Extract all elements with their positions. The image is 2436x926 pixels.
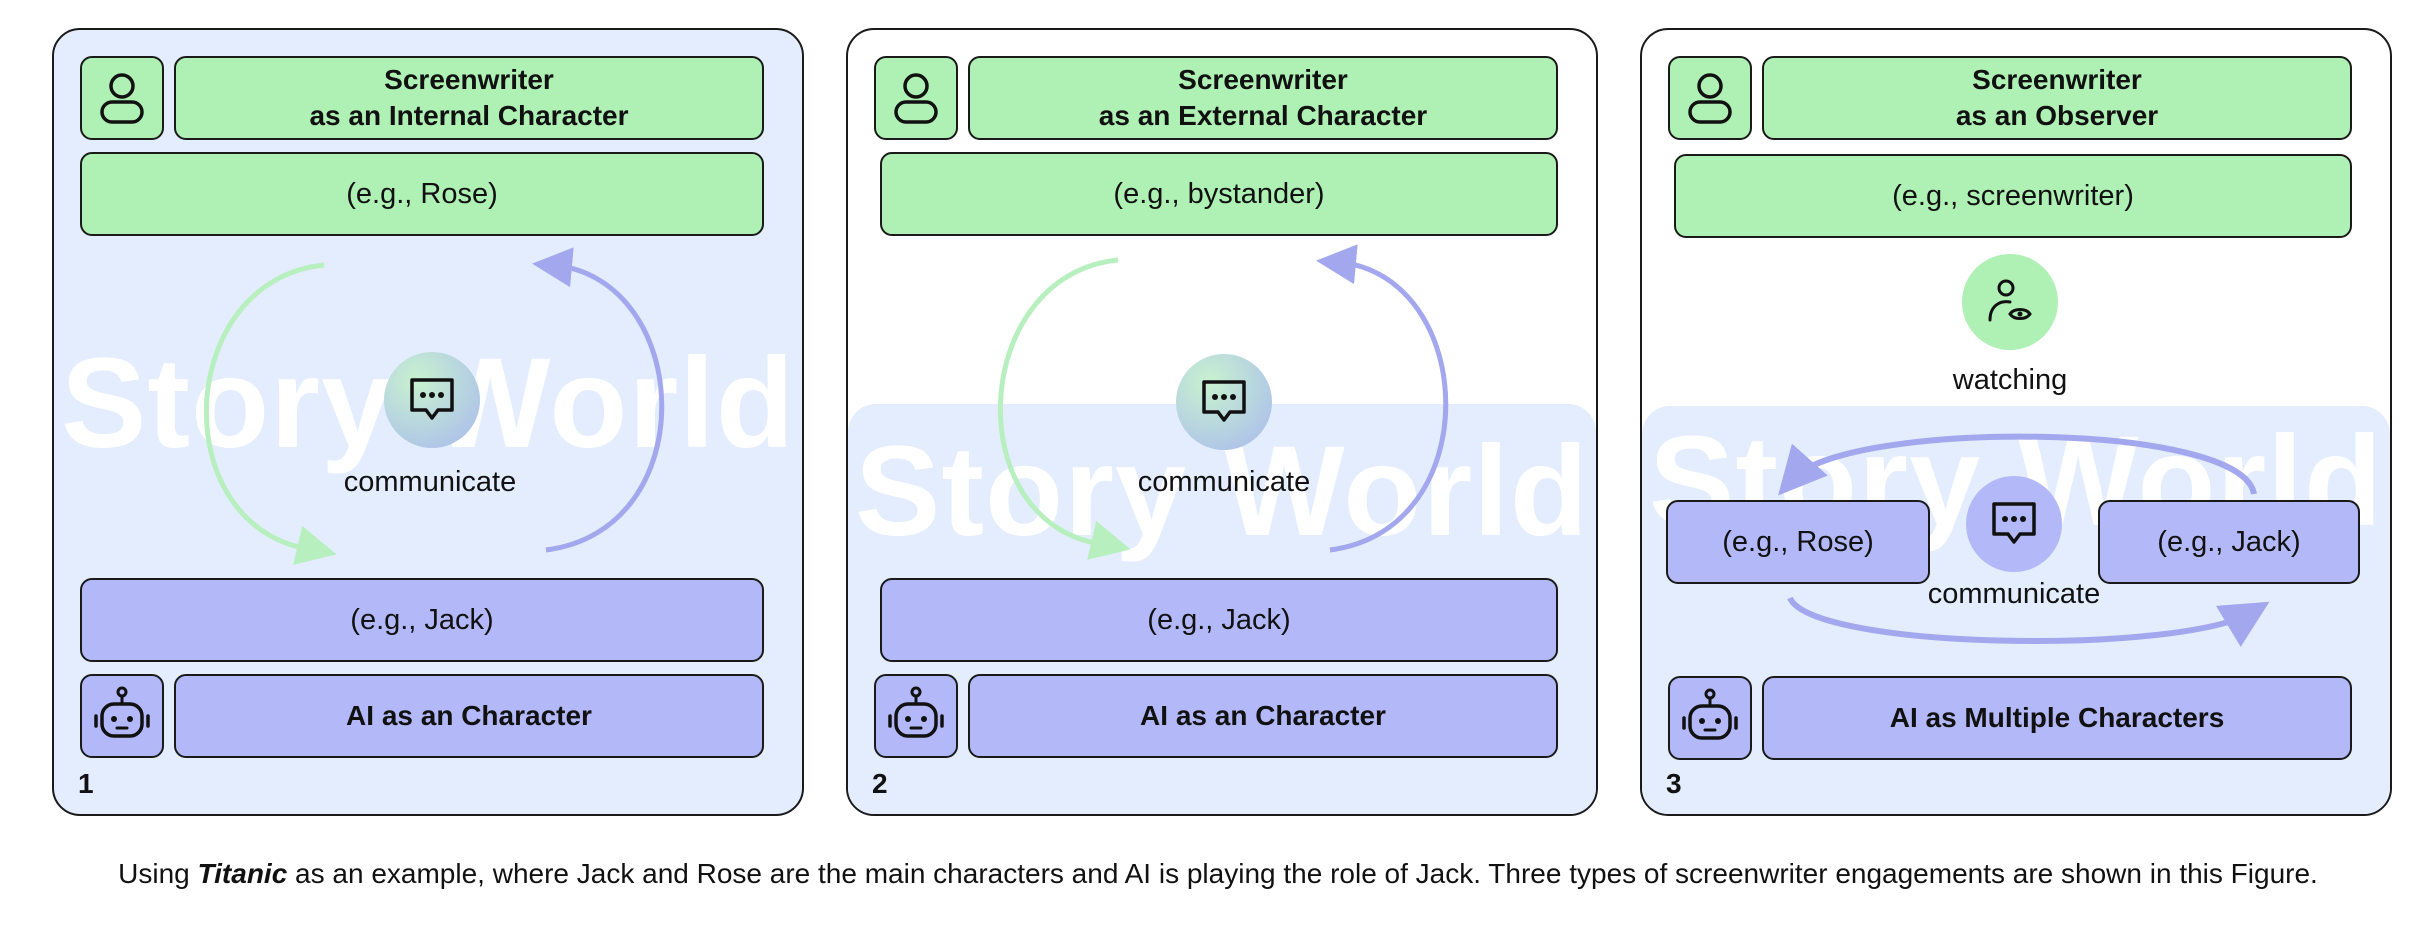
communicate-label: communicate xyxy=(1137,466,1311,498)
user-icon xyxy=(894,73,938,124)
watching-label: watching xyxy=(1952,364,2068,396)
panel-number: 3 xyxy=(1666,768,1682,799)
screenwriter-example: (e.g., Rose) xyxy=(80,152,764,236)
ai-role-title: AI as an Character xyxy=(174,674,764,758)
user-icon xyxy=(100,73,144,124)
ai-avatar xyxy=(1668,676,1752,760)
communication-arrows xyxy=(1778,433,2270,648)
robot-icon xyxy=(888,686,944,738)
screenwriter-example: (e.g., screenwriter) xyxy=(1674,154,2352,238)
communication-arrows xyxy=(998,244,1449,560)
ai-avatar xyxy=(874,674,958,758)
robot-icon xyxy=(94,686,150,738)
communicate-label: communicate xyxy=(343,466,517,498)
ai-example: (e.g., Jack) xyxy=(880,578,1558,662)
chat-bubble-icon xyxy=(1202,380,1246,422)
chat-bubble-icon xyxy=(410,378,454,420)
ai-avatar xyxy=(80,674,164,758)
screenwriter-avatar xyxy=(1668,56,1752,140)
watching-bubble xyxy=(1962,254,2058,350)
screenwriter-avatar xyxy=(874,56,958,140)
caption-title-emphasis: Titanic xyxy=(197,858,288,889)
panel-number: 2 xyxy=(872,768,888,799)
communicate-bubble xyxy=(1966,476,2062,572)
chat-bubble-icon xyxy=(1992,502,2036,544)
communicate-bubble xyxy=(1176,354,1272,450)
communicate-bubble xyxy=(384,352,480,448)
user-icon xyxy=(1688,73,1732,124)
communicate-label: communicate xyxy=(1927,578,2101,610)
screenwriter-example: (e.g., bystander) xyxy=(880,152,1558,236)
robot-icon xyxy=(1682,688,1738,740)
ai-role-title: AI as an Character xyxy=(968,674,1558,758)
ai-role-title: AI as Multiple Characters xyxy=(1762,676,2352,760)
ai-example-jack: (e.g., Jack) xyxy=(2098,500,2360,584)
communication-arrows xyxy=(204,247,665,565)
ai-example: (e.g., Jack) xyxy=(80,578,764,662)
figure-caption: Using Titanic as an example, where Jack … xyxy=(118,858,2318,889)
user-eye-icon xyxy=(1988,279,2032,322)
screenwriter-avatar xyxy=(80,56,164,140)
panel-number: 1 xyxy=(78,768,94,799)
ai-example-rose: (e.g., Rose) xyxy=(1666,500,1930,584)
